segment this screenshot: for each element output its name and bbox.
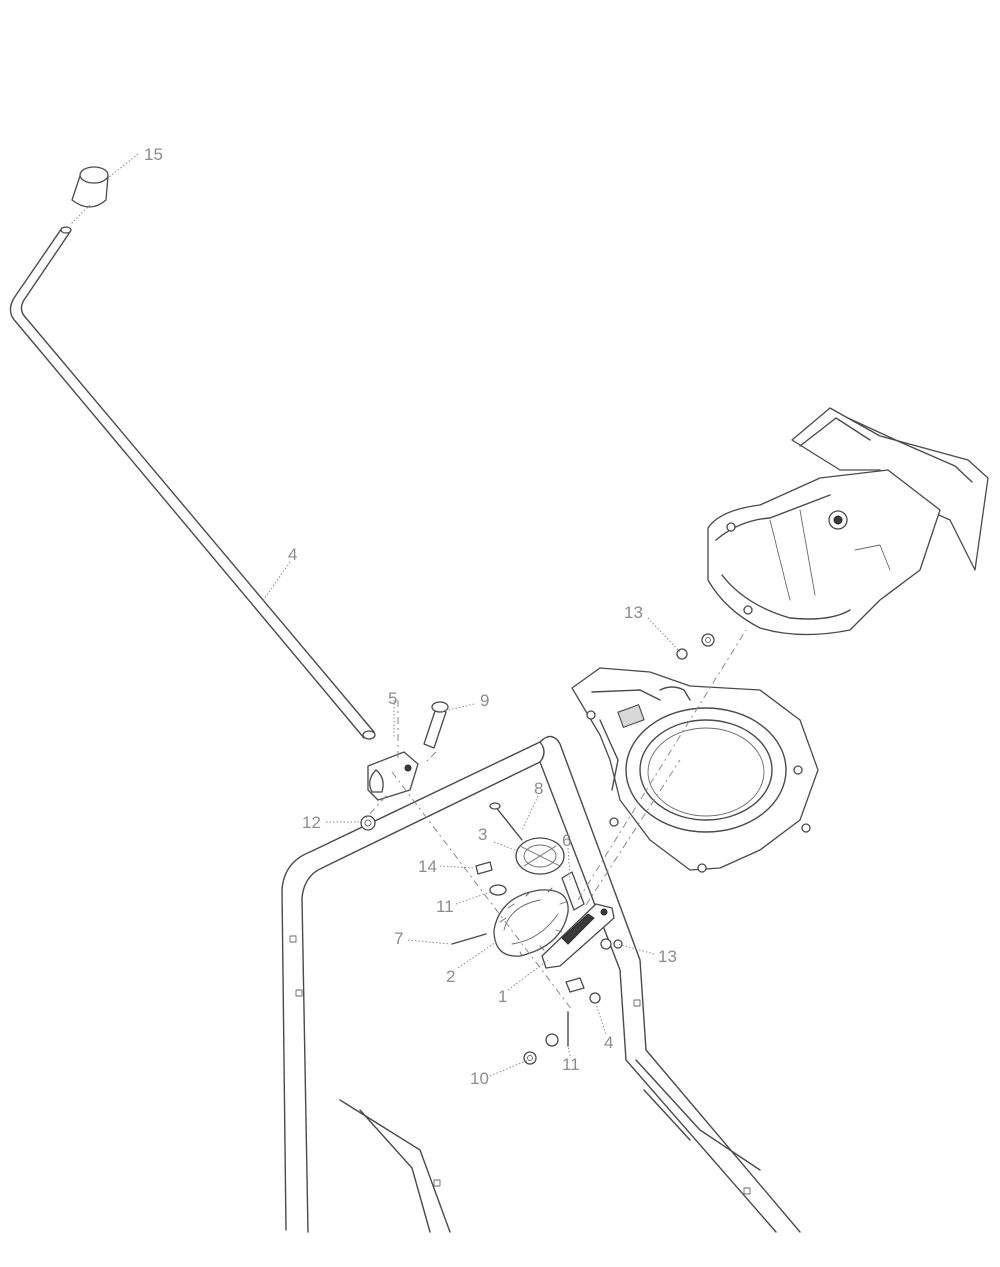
gear-part-2 [493,887,569,957]
rod-bracket-part [367,751,419,801]
spacer-part-6 [561,871,585,911]
callout-14: 14 [418,857,437,876]
callout-4-lower: 4 [604,1033,613,1052]
knob-part [69,166,109,226]
assembly-centerlines [365,629,747,1011]
callout-13-upper: 13 [624,603,643,622]
bolt-part-9 [423,701,449,749]
handle-frame-part [281,735,801,1233]
callout-15: 15 [144,145,163,164]
chute-ring-base-part [571,667,819,873]
gear-part-3 [515,837,565,875]
nut-part-12 [360,815,376,831]
gear-plate-part-1 [541,903,615,969]
callout-11-upper: 11 [436,897,454,916]
callout-11-lower: 11 [562,1055,580,1074]
callout-3: 3 [478,825,487,844]
pin-part-8 [489,802,523,841]
chute-hardware-13 [676,633,715,660]
leader-lines [107,153,681,1077]
callout-7: 7 [394,929,403,948]
callout-1: 1 [498,987,507,1006]
small-parts-lower [523,939,623,1065]
callout-4-rod: 4 [288,545,297,564]
callout-6: 6 [562,831,571,850]
washer-part-11a [489,884,507,896]
callout-12: 12 [302,813,321,832]
callout-9: 9 [480,691,489,710]
control-rod-part [9,226,376,740]
pin-part-7 [451,933,487,945]
callout-8: 8 [534,779,543,798]
callout-labels: 15 4 13 5 9 12 8 3 6 14 11 7 13 2 1 4 10… [144,145,677,1088]
callout-10: 10 [470,1069,489,1088]
callout-13-lower: 13 [658,947,677,966]
callout-2: 2 [446,967,455,986]
discharge-chute-part [707,407,989,636]
callout-5: 5 [388,689,397,708]
pin-part-14 [475,861,493,875]
